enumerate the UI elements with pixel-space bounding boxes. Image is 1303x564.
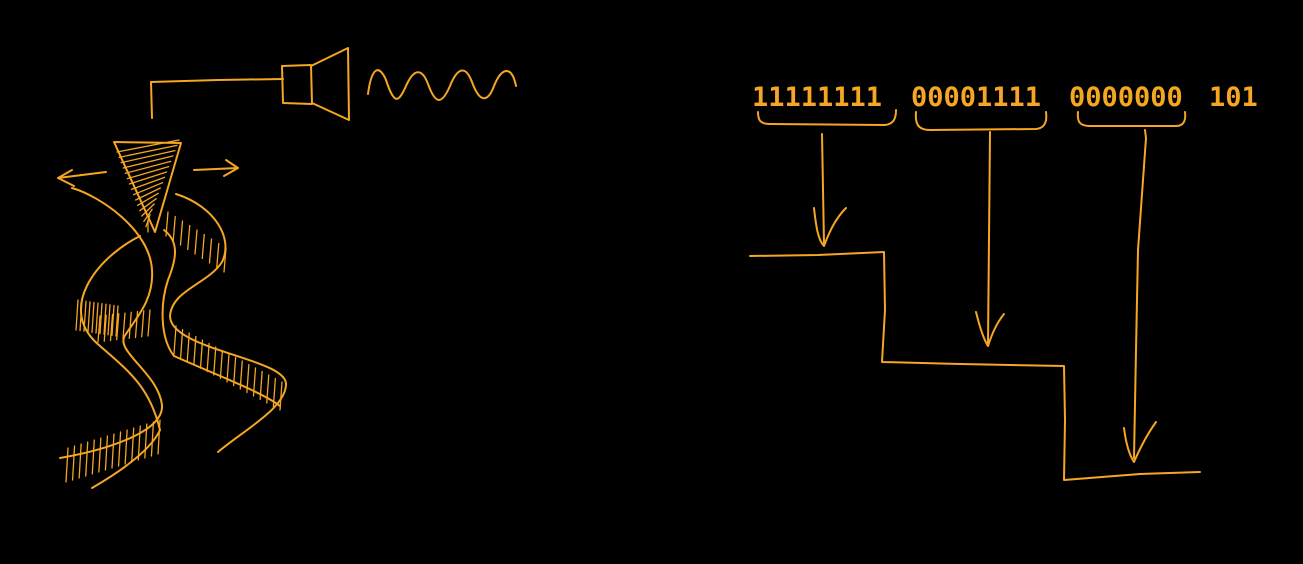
bit-diagram: 11111111 00001111 0000000 101 (749, 82, 1258, 481)
bit-group-4: 101 (1209, 82, 1258, 113)
brace-group-2 (914, 111, 1048, 131)
phonograph-sketch (57, 47, 517, 489)
right-arrow-icon (193, 159, 239, 177)
bit-group-2: 00001111 (911, 82, 1041, 113)
left-arrow-icon (57, 169, 107, 187)
staircase-waveform (749, 251, 1201, 481)
bit-group-1: 11111111 (752, 82, 882, 113)
record-groove-icon (59, 187, 287, 489)
stylus-wire (150, 78, 284, 119)
brace-group-1 (757, 109, 897, 126)
brace-group-3 (1076, 111, 1187, 127)
arrow-down-2 (975, 131, 1005, 347)
arrow-down-3 (1123, 129, 1157, 463)
speaker-icon (281, 47, 350, 121)
sound-wave-icon (367, 69, 517, 101)
bit-group-3: 0000000 (1069, 82, 1183, 113)
stylus-icon (113, 139, 182, 233)
arrow-down-1 (813, 133, 847, 247)
